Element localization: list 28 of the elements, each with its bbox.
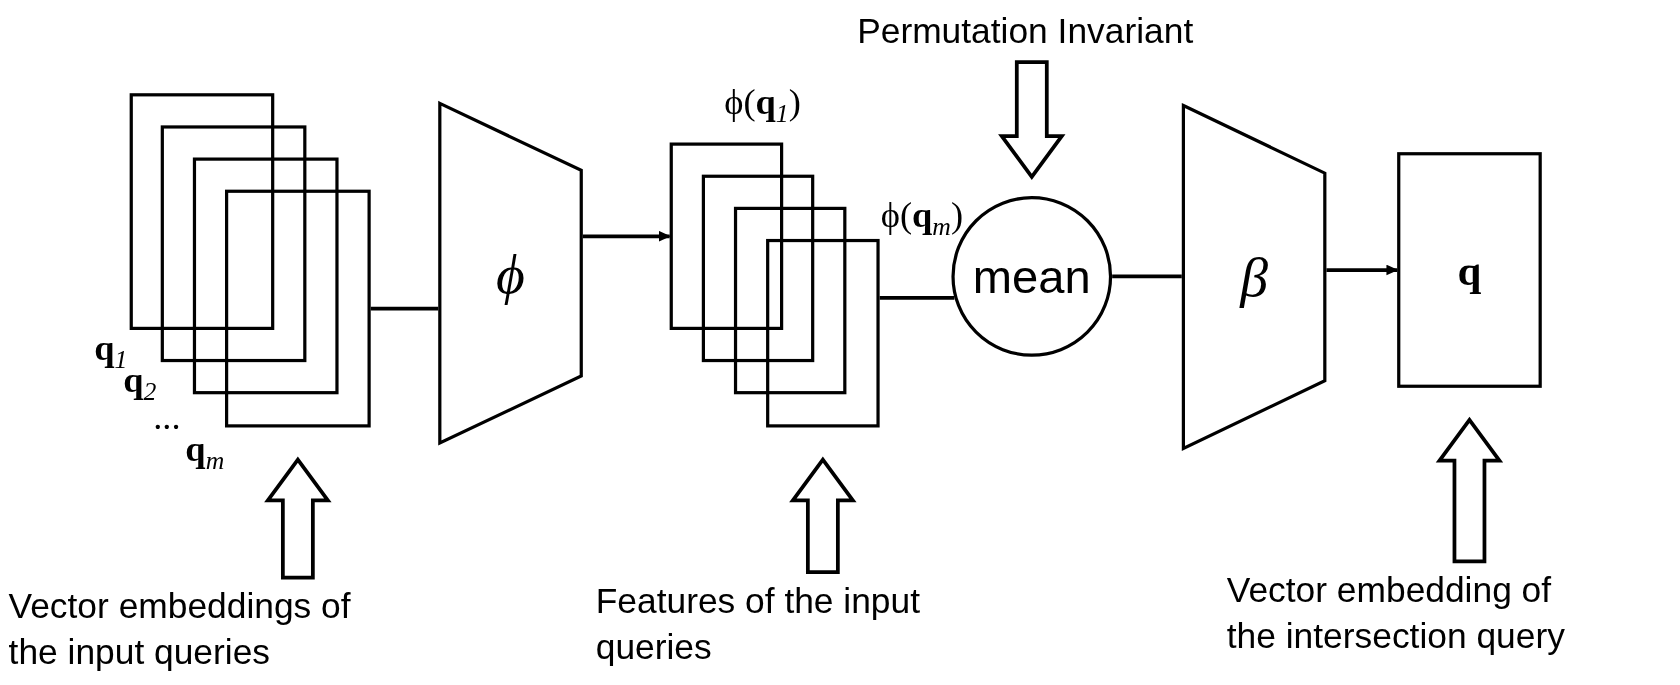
vector-box [192, 157, 339, 395]
vector-box [129, 93, 275, 330]
network-trapezoid [438, 101, 583, 445]
vector-label: q$_{m}$ [185, 430, 225, 474]
vector-label: ϕ(q$_{1}$) [724, 83, 801, 127]
operation-label: mean [972, 249, 1091, 305]
arrow [582, 230, 671, 242]
annotation-text: Features of the input queries [595, 578, 1025, 675]
vector-box [225, 189, 371, 428]
block-arrow [998, 60, 1066, 180]
block-arrow [789, 456, 857, 574]
output-box [1397, 152, 1542, 388]
feature-box [669, 142, 784, 330]
block-arrow [1435, 416, 1504, 564]
symbol-label: q [1457, 244, 1482, 296]
feature-box [701, 174, 815, 363]
vector-box [160, 125, 307, 363]
annotation-text: Vector embeddings of the input queries [8, 583, 379, 681]
symbol-label: ϕ [496, 241, 525, 305]
feature-box [733, 206, 847, 395]
block-arrow [264, 456, 332, 580]
symbol-label: β [1240, 245, 1268, 309]
annotation-text: Permutation Invariant [857, 8, 1308, 52]
annotation-text: Vector embedding of the intersection query [1226, 567, 1602, 665]
network-trapezoid [1181, 103, 1327, 450]
feature-box [766, 238, 880, 428]
arrow [1326, 264, 1399, 276]
vector-label: ϕ(q$_{m}$) [880, 197, 963, 240]
